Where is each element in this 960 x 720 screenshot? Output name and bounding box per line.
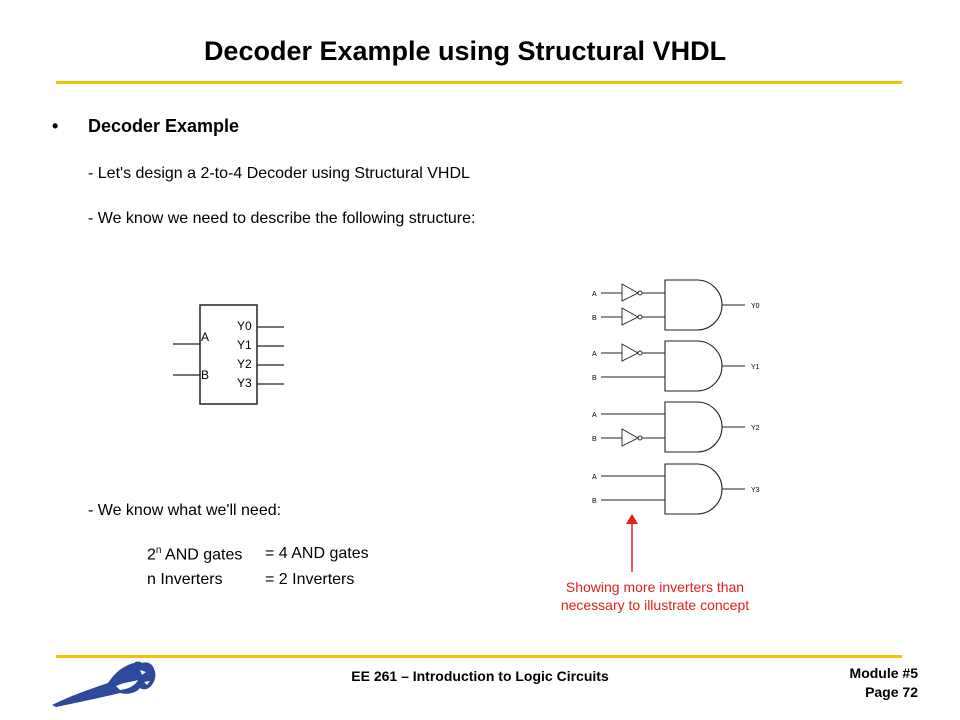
inverter-b-icon [621,307,639,326]
input-label-b: B [201,368,209,382]
decoder-box [199,304,258,405]
and-gates-need: 2n AND gates [147,545,242,564]
and-prefix: 2 [147,546,156,564]
footer-rule [56,655,902,658]
and-exponent: n [155,545,162,556]
footer-course-title: EE 261 – Introduction to Logic Circuits [351,668,609,684]
text-line-3: - We know what we'll need: [88,502,282,519]
gate-level-circuit: A B Y0 A B Y1 A B Y2 A [592,279,760,515]
and-gate-y3-icon [664,463,723,515]
stage-y1-input-a: A [592,351,597,358]
and-gate-y2-icon [664,401,723,453]
stage-y3-output: Y3 [751,487,760,494]
annotation-note: Showing more inverters than necessary to… [560,579,750,613]
module-info: Module #5 Page 72 [850,664,918,702]
and-gate-y1-icon [664,340,723,392]
inverters-need: n Inverters [147,571,223,588]
stage-y2-input-b: B [592,436,597,443]
stage-y1-input-b: B [592,375,597,382]
and-label: AND gates [161,546,243,564]
inverters-value: = 2 Inverters [265,571,355,588]
bullet-dot: • [52,116,59,136]
output-label-y0: Y0 [237,319,252,333]
stage-y2-input-a: A [592,412,597,419]
stage-y3-input-b: B [592,498,597,505]
bullet-heading: Decoder Example [88,116,240,136]
stage-y3-input-a: A [592,474,597,481]
stage-y2-output: Y2 [751,425,760,432]
decoder-stage-y1: A B Y1 [592,340,760,392]
and-gate-y0-icon [664,279,723,331]
output-label-y2: Y2 [237,357,252,371]
stage-y1-output: Y1 [751,364,760,371]
output-label-y1: Y1 [237,338,252,352]
text-line-1: - Let's design a 2-to-4 Decoder using St… [88,165,470,182]
page-number: Page 72 [865,684,918,700]
pointer-arrow-icon [626,514,638,572]
inverter-a-icon [621,283,639,302]
inverter-a-icon [621,343,639,362]
decoder-stage-y3: A B Y3 [592,463,760,515]
decoder-block-diagram: A B Y0 Y1 Y2 Y3 [173,304,284,405]
decoder-stage-y2: A B Y2 [592,401,760,453]
stage-y0-output: Y0 [751,303,760,310]
stage-y0-input-b: B [592,315,597,322]
text-line-2: - We know we need to describe the follow… [88,210,476,227]
university-logo-icon [52,661,156,707]
and-gates-value: = 4 AND gates [265,545,369,562]
output-label-y3: Y3 [237,376,252,390]
stage-y0-input-a: A [592,291,597,298]
input-label-a: A [201,330,209,344]
module-number: Module #5 [849,665,918,681]
slide-title: Decoder Example using Structural VHDL [203,36,727,66]
inverter-b-icon [621,428,639,447]
title-underline [56,81,902,84]
decoder-stage-y0: A B Y0 [592,279,760,331]
